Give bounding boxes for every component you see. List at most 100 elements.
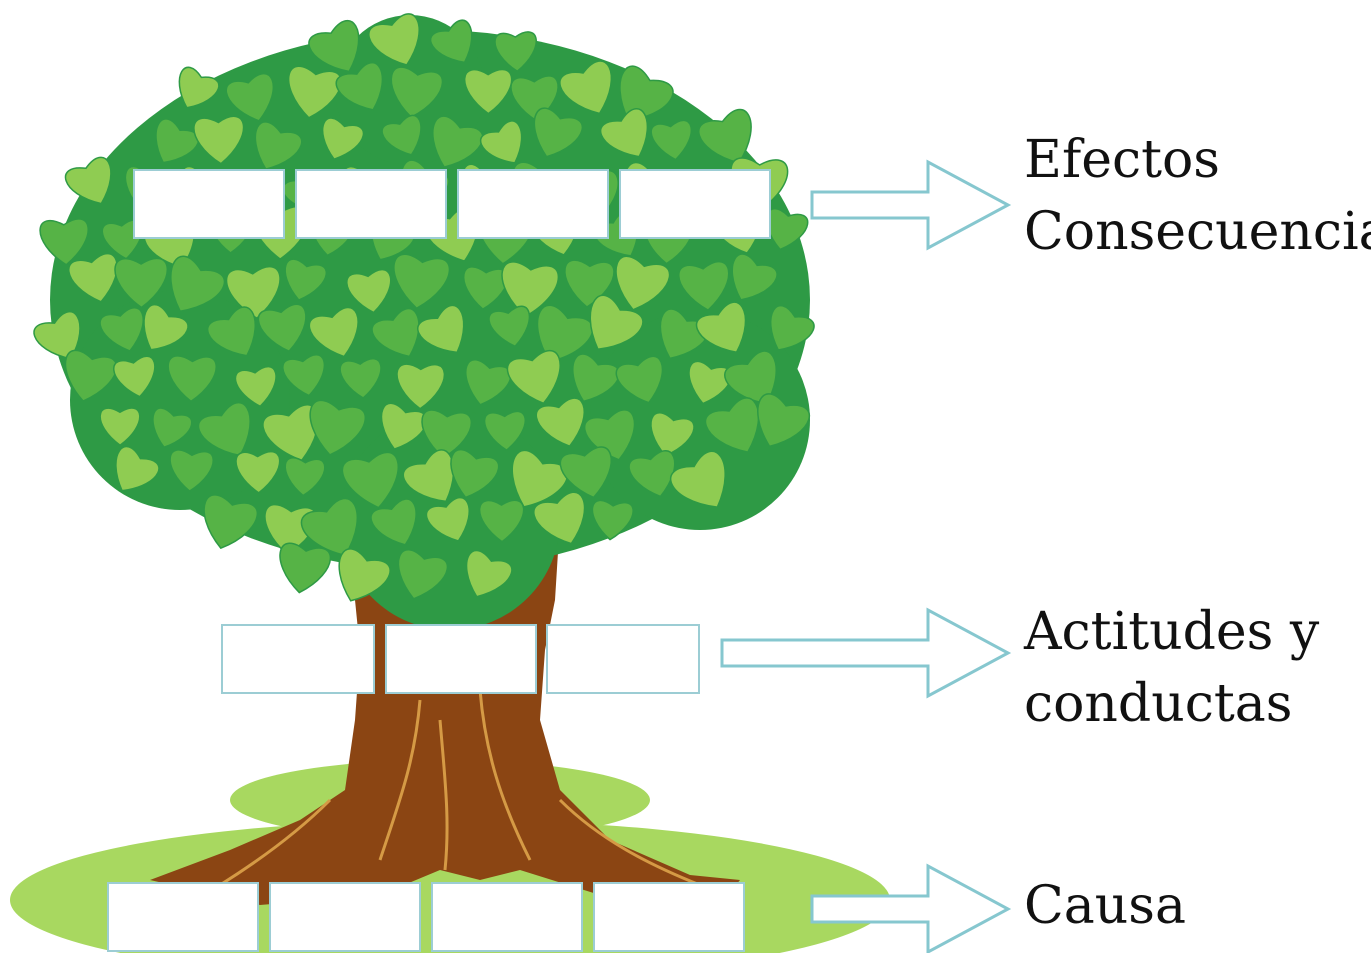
leaf <box>501 261 560 318</box>
leaf <box>695 301 747 354</box>
leaf <box>465 549 513 598</box>
leaf <box>669 450 726 508</box>
trunk <box>150 490 740 905</box>
effects-blank-box[interactable] <box>133 169 285 239</box>
leaf <box>279 542 332 594</box>
attitudes-blank-box[interactable] <box>221 624 375 694</box>
leaf <box>572 353 620 403</box>
cause-boxes <box>107 882 745 952</box>
attitudes-boxes <box>221 624 700 694</box>
leaf <box>559 60 613 115</box>
leaf <box>257 303 307 353</box>
leaf <box>225 265 281 320</box>
cause-blank-box[interactable] <box>269 882 421 952</box>
attitudes-blank-box[interactable] <box>546 624 700 694</box>
leaf <box>615 255 671 311</box>
leaf <box>321 117 364 161</box>
leaf <box>381 114 422 156</box>
leaf <box>338 548 391 602</box>
leaf <box>450 448 500 499</box>
leaf <box>769 304 815 351</box>
leaf <box>488 305 531 348</box>
leaf <box>308 306 359 358</box>
leaf <box>309 399 366 456</box>
cause-blank-box[interactable] <box>107 882 259 952</box>
leaf <box>397 549 449 600</box>
cause-label-line1: Causa <box>1024 876 1186 936</box>
leaf <box>429 19 473 64</box>
cause-arrow <box>810 863 1012 953</box>
leaf <box>511 449 569 508</box>
effects-blank-box[interactable] <box>457 169 609 239</box>
leaf <box>64 156 112 205</box>
leaf <box>170 255 226 313</box>
leaf <box>591 499 634 541</box>
leaf <box>678 261 730 312</box>
effects-blank-box[interactable] <box>619 169 771 239</box>
leaf <box>724 350 777 405</box>
leaf <box>284 457 326 497</box>
leaf <box>346 269 392 314</box>
leaf <box>688 360 733 405</box>
leaf <box>465 359 512 406</box>
leaf <box>155 118 200 164</box>
leaf <box>432 115 484 168</box>
leaf <box>659 308 710 360</box>
leaf <box>284 258 327 301</box>
leaf <box>421 409 472 459</box>
leaf <box>600 108 649 158</box>
leaf <box>506 349 561 405</box>
leaf <box>178 66 220 109</box>
leaf <box>235 450 281 494</box>
cause-blank-box[interactable] <box>593 882 745 952</box>
leaf <box>113 355 156 398</box>
leaf <box>533 107 584 158</box>
effects-label-line2: Consecuencias <box>1024 202 1371 262</box>
leaf <box>99 407 141 447</box>
leaf <box>462 266 509 311</box>
leaf <box>234 365 277 408</box>
leaf <box>167 355 217 403</box>
effects-blank-box[interactable] <box>295 169 447 239</box>
leaf <box>533 491 586 545</box>
leaf <box>425 496 470 542</box>
leaf <box>254 121 303 170</box>
leaf <box>169 449 214 493</box>
leaf <box>559 446 612 499</box>
leaf <box>417 304 465 354</box>
leaf <box>143 303 189 351</box>
leaf <box>615 355 664 404</box>
leaf <box>203 494 258 550</box>
leaf <box>225 72 275 122</box>
leaf <box>494 31 537 73</box>
effects-label: Efectos Consecuencias <box>1024 124 1371 268</box>
leaf <box>396 363 446 410</box>
leaf <box>39 218 89 266</box>
leaf <box>589 294 644 351</box>
leaf <box>535 397 585 448</box>
cause-label: Causa <box>1024 870 1186 942</box>
leaf <box>339 357 382 399</box>
leaf <box>698 108 752 164</box>
effects-boxes <box>133 169 771 239</box>
leaf <box>478 499 525 543</box>
leaf <box>370 498 417 546</box>
attitudes-label-line2: conductas <box>1024 674 1293 734</box>
leaf <box>619 65 674 122</box>
effects-label-line1: Efectos <box>1024 130 1220 190</box>
leaf <box>114 257 169 309</box>
leaf <box>282 354 326 397</box>
leaf <box>757 393 811 448</box>
leaf <box>463 68 513 115</box>
leaf <box>193 115 245 165</box>
leaf <box>393 253 451 310</box>
attitudes-blank-box[interactable] <box>385 624 537 694</box>
attitudes-arrow <box>720 607 1012 699</box>
leaf <box>152 407 193 449</box>
leaf <box>99 307 144 352</box>
leaf <box>207 306 256 357</box>
effects-arrow <box>810 159 1012 251</box>
cause-blank-box[interactable] <box>431 882 583 952</box>
